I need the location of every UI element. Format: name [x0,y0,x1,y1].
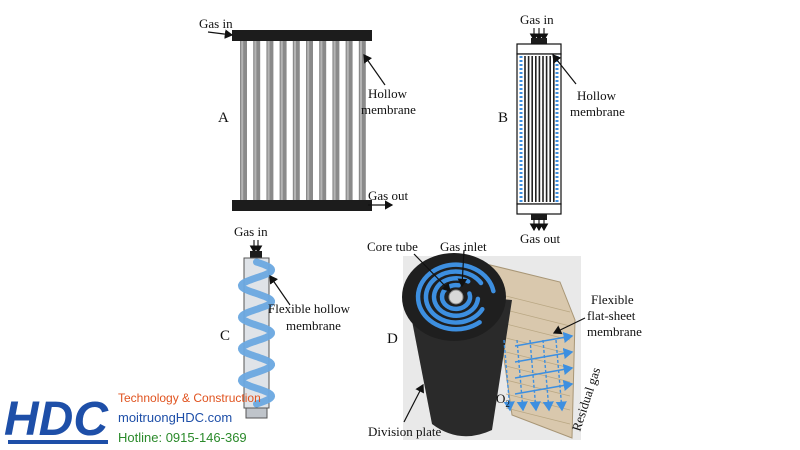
panel-d-flow-arrow-side [514,347,574,363]
panel-a-tube [306,41,313,200]
panel-d-membrane-label-2: flat-sheet [587,308,636,323]
panel-a-tube [319,41,327,200]
panel-d-spiral-channel [415,262,496,332]
panel-a-tube [332,41,340,200]
panel-d-division-plate-label: Division plate [368,424,442,439]
panel-a-hollow-tubes [240,41,366,200]
panel-d-flow-arrow-down [503,339,515,412]
panel-a-bottom-header [232,200,372,211]
panel-d-flow-arrow-down [555,339,567,412]
panel-d-sheet-line [505,309,571,327]
panel-d-membrane-label-1: Flexible [591,292,634,307]
panel-a-tube [292,41,300,200]
panel-d-flow-arrow-down [542,339,554,412]
panel-d-sheet-line [505,379,571,397]
panel-a-tube [279,41,287,200]
hdc-logo-mark: HDC [4,393,109,446]
panel-a-membrane-pointer [363,54,386,86]
panel-a-tube-highlight [280,41,283,200]
panel-d-core-tube-pointer [413,253,451,292]
panel-a-gas-out-label: Gas out [368,188,408,203]
panel-a-tube-highlight [267,41,270,200]
panel-a: Gas in Hollow membrane A Gas out [199,16,416,211]
panel-a-top-header [232,30,372,41]
panel-a-tube [345,41,353,200]
panel-c-membrane-pointer [269,275,291,306]
panel-d-membrane-pointer [552,317,586,335]
panel-a-tube-highlight [307,41,310,200]
panel-d-core-tube [448,289,464,305]
panel-a-tube-highlight [333,41,336,200]
panel-d-gas-inlet-pointer [457,249,468,288]
panel-d-spiral-channel [431,276,481,318]
panel-a-tube-highlight [346,41,349,200]
panel-b-top-cap [516,43,562,55]
panel-b-membrane-label-2: membrane [570,104,625,119]
panel-d: Core tube Gas inlet Flexible flat-sheet … [367,239,642,440]
hdc-logo-letters: HDC [4,393,109,446]
panel-b-gas-in-label: Gas in [520,12,554,27]
panel-c-flexible-helix [237,258,276,408]
panel-d-sheet-line [505,295,571,313]
panel-c-gas-in-label: Gas in [234,224,268,239]
panel-a-tube-highlight [241,41,244,200]
panel-b-bottom-cap [516,203,562,215]
panel-c-inlet-port [250,251,262,258]
panel-b-inlet-port [531,38,547,44]
panel-c-letter: C [220,328,230,344]
panel-d-sheet-line [505,351,571,369]
panel-d-gas-inlet-label: Gas inlet [440,239,487,254]
panel-c-membrane-label-2: membrane [286,318,341,333]
panel-b-membrane-label-1: Hollow [577,88,617,103]
panel-d-flow-arrow-side [514,379,574,395]
hdc-logo-text: Technology & Construction moitruongHDC.c… [118,388,318,448]
panel-d-division-plate-pointer [403,383,424,423]
panel-a-tube-highlight [254,41,257,200]
panel-d-o2-label: O2 [496,391,510,409]
panel-b: Gas in Gas out Hollow membrane B [498,12,625,246]
panel-a-tube [240,41,247,200]
panel-d-flow-arrow-side [514,331,574,347]
logo-website: moitruongHDC.com [118,410,233,425]
panel-c: Gas in Flexible hollow membrane C [220,224,351,419]
panel-b-gas-out-label: Gas out [520,231,560,246]
panel-a-membrane-label-1: Hollow [368,86,408,101]
logo-hotline: Hotline: 0915-146-369 [118,430,247,445]
panel-a-gas-in-arrow [207,29,234,39]
panel-d-flow-arrows [503,331,574,412]
panel-b-outlet-arrows [529,218,549,232]
panel-d-sheet-line [505,407,571,425]
panel-d-membrane-label-3: membrane [587,324,642,339]
panel-b-outlet-port [531,214,547,220]
panel-b-letter: B [498,110,508,126]
panel-a-membrane-label-2: membrane [361,102,416,117]
panel-a-letter: A [218,110,229,126]
logo-tagline: Technology & Construction [118,391,261,405]
panel-b-hollow-tubes [524,56,555,202]
panel-c-inlet-arrows [249,240,263,254]
panel-b-membrane-pointer [552,54,577,85]
panel-a-tube [358,41,366,200]
panel-a-tube [253,41,261,200]
hdc-logo-underline [8,440,108,444]
panel-a-tube-highlight [294,41,296,200]
panel-d-core-tube-label: Core tube [367,239,418,254]
panel-a-tube-highlight [360,41,362,200]
panel-c-membrane-label-1: Flexible hollow [268,301,351,316]
panel-d-flow-arrow-down [516,339,528,412]
panel-d-letter: D [387,331,398,347]
panel-a-tube [266,41,274,200]
panel-a-gas-in-label: Gas in [199,16,233,31]
panel-a-tube-highlight [320,41,323,200]
panel-c-bottom-cap [245,407,268,419]
panel-d-flow-arrow-side [514,363,574,379]
panel-d-sheet-line [505,323,571,341]
